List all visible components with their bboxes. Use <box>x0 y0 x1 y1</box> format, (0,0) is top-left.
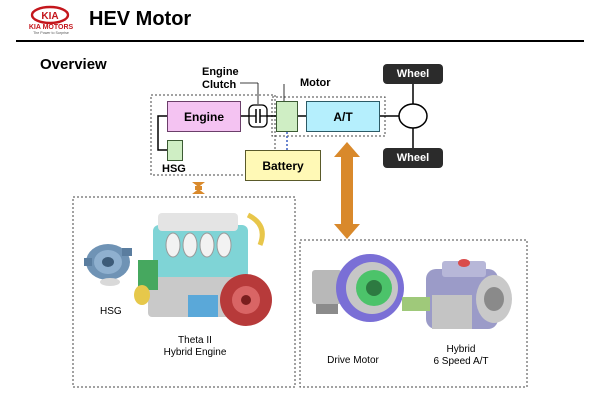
svg-text:The Power to Surprise: The Power to Surprise <box>33 31 69 35</box>
hsg-label: HSG <box>162 163 186 175</box>
transmission-caption-line1: Hybrid <box>446 344 476 355</box>
engine-caption-line1: Theta II <box>178 335 212 346</box>
wheel-bottom-box: Wheel <box>383 148 443 168</box>
kia-logo-mark: KIA KIA MOTORS The Power to Surprise <box>29 5 74 35</box>
differential-circle <box>398 103 428 129</box>
engine-double-arrow <box>192 182 205 194</box>
motor-double-arrow <box>334 142 360 239</box>
page-title: HEV Motor <box>89 8 192 30</box>
theta-engine-photo <box>134 212 272 326</box>
section-subtitle: Overview <box>40 56 107 73</box>
engine-hsg-link <box>157 115 167 151</box>
transmission-caption-line2: 6 Speed A/T <box>433 356 489 367</box>
engine-clutch-label-line2: Clutch <box>202 79 237 91</box>
engine-box: Engine <box>167 101 241 132</box>
battery-box: Battery <box>245 150 321 181</box>
engine-caption-line2: Hybrid Engine <box>163 347 227 358</box>
motor-label: Motor <box>300 77 331 89</box>
hsg-box <box>167 140 183 161</box>
hsg-caption: HSG <box>100 306 122 317</box>
motor-photo-frame <box>299 239 528 388</box>
engine-photo-frame <box>72 196 296 388</box>
kia-logo: KIA KIA MOTORS The Power to Surprise <box>19 5 83 35</box>
motor-box <box>276 101 298 132</box>
svg-text:KIA MOTORS: KIA MOTORS <box>29 24 74 31</box>
at-box: A/T <box>306 101 380 132</box>
engine-clutch-symbol <box>248 104 268 128</box>
hybrid-transmission-photo <box>402 259 512 329</box>
svg-text:KIA: KIA <box>41 11 58 22</box>
engine-clutch-label-line1: Engine <box>202 66 239 78</box>
hsg-photo <box>84 244 132 286</box>
drive-motor-caption: Drive Motor <box>327 355 379 366</box>
wheel-top-box: Wheel <box>383 64 443 84</box>
header-divider <box>16 40 584 42</box>
drive-motor-photo <box>312 254 404 322</box>
engine-group-dashed-box <box>150 94 276 176</box>
